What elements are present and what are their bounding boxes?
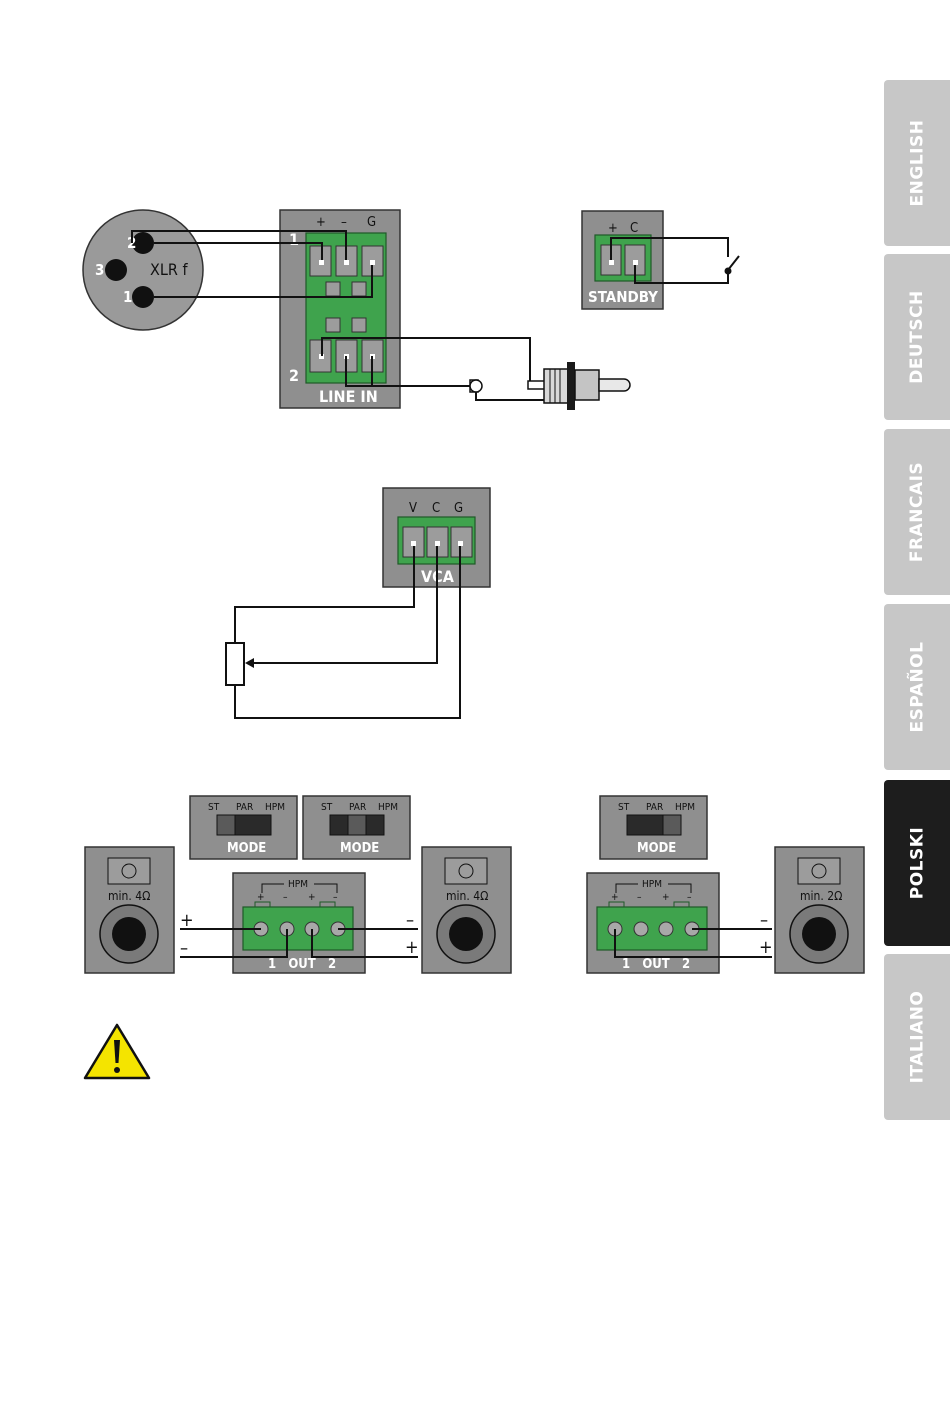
contact-dot (609, 260, 614, 265)
mode-label: MODE (227, 841, 266, 856)
mode-label: MODE (340, 841, 379, 856)
output-label: 1 OUT 2 (268, 957, 336, 972)
line-in-screw (352, 318, 366, 332)
potentiometer (226, 643, 244, 685)
mode-st-label: ST (208, 802, 220, 813)
line-in-screw (352, 282, 366, 296)
rca-collar (567, 362, 575, 410)
speaker-indicator (445, 858, 487, 884)
rca-lug-ring (470, 380, 482, 392)
rca-tip (599, 379, 630, 391)
output-screw (659, 922, 673, 936)
speaker-socket-hole (112, 917, 146, 951)
output-plus-label: + (662, 892, 670, 903)
rca-body (575, 370, 599, 400)
contact-dot (633, 260, 638, 265)
output-minus-label: – (687, 892, 692, 903)
speaker-indicator (798, 858, 840, 884)
standby-panel: + C STANDBY (582, 211, 663, 309)
xlr-label: XLR f (150, 260, 188, 279)
mode-st-label: ST (321, 802, 333, 813)
line-in-ch2-label: 2 (289, 366, 299, 385)
contact-dot (319, 260, 324, 265)
rca-plug (470, 362, 630, 410)
mode-par-label: PAR (349, 802, 366, 813)
speaker-socket-hole (802, 917, 836, 951)
xlr-pin-3 (105, 259, 127, 281)
speaker-1: min. 4Ω (85, 847, 174, 973)
line-in-screw (326, 318, 340, 332)
rca-sleeve (544, 369, 568, 403)
speaker-indicator (108, 858, 150, 884)
polarity-plus: + (759, 937, 773, 958)
contact-dot (435, 541, 440, 546)
vca-v-label: V (409, 501, 417, 516)
speaker-3: min. 2Ω (775, 847, 864, 973)
mode-hpm-label: HPM (378, 802, 398, 813)
xlr-pin-3-label: 3 (95, 261, 104, 279)
standby-label: STANDBY (588, 288, 658, 306)
mode-hpm-label: HPM (265, 802, 285, 813)
contact-dot (344, 260, 349, 265)
line-in-ground-label: G (367, 215, 376, 230)
line-in-ch1-label: 1 (289, 230, 299, 249)
mode-par-label: PAR (646, 802, 663, 813)
speaker-impedance-label: min. 4Ω (108, 889, 150, 903)
warning-dot (114, 1067, 120, 1073)
speaker-2: min. 4Ω (422, 847, 511, 973)
speaker-socket-hole (449, 917, 483, 951)
mode-slider-knob[interactable] (663, 815, 681, 835)
output-plus-label: + (257, 892, 265, 903)
switch-contact (725, 268, 732, 275)
standby-c-label: C (630, 221, 638, 236)
xlr-pin-1-label: 1 (123, 288, 132, 306)
vca-g-label: G (454, 501, 463, 516)
potentiometer-wiper-arrow (245, 658, 254, 668)
rca-lug-wire (476, 392, 548, 400)
output-plus-label: + (611, 892, 619, 903)
warning-icon (85, 1025, 149, 1078)
polarity-plus: + (405, 937, 419, 958)
mode-hpm-label: HPM (675, 802, 695, 813)
vca-c-label: C (432, 501, 440, 516)
line-in-minus-label: – (341, 215, 347, 230)
output-plus-label: + (308, 892, 316, 903)
contact-dot (370, 260, 375, 265)
output-hpm-label: HPM (642, 879, 662, 890)
mode-slider-knob[interactable] (348, 815, 366, 835)
xlr-pin-1 (132, 286, 154, 308)
output-label: 1 OUT 2 (622, 957, 690, 972)
output-screw (634, 922, 648, 936)
mode-st-label: ST (618, 802, 630, 813)
output-minus-label: – (637, 892, 642, 903)
contact-dot (411, 541, 416, 546)
polarity-minus: – (180, 938, 188, 959)
line-in-plus-label: + (316, 215, 326, 230)
polarity-minus: – (760, 910, 768, 931)
line-in-panel: + – G 1 2 LINE IN (280, 210, 400, 408)
polarity-plus: + (180, 910, 194, 931)
standby-plus-label: + (608, 221, 618, 236)
contact-dot (458, 541, 463, 546)
output-minus-label: – (283, 892, 288, 903)
output-minus-label: – (333, 892, 338, 903)
line-in-label: LINE IN (319, 387, 378, 406)
polarity-minus: – (406, 910, 414, 931)
mode-switch-1: ST PAR HPM MODE (190, 796, 297, 859)
speaker-impedance-label: min. 2Ω (800, 889, 842, 903)
speaker-impedance-label: min. 4Ω (446, 889, 488, 903)
xlr-connector: 2 3 1 XLR f (83, 210, 203, 330)
output-hpm-label: HPM (288, 879, 308, 890)
switch-lever (728, 256, 739, 270)
mode-switch-3: ST PAR HPM MODE (600, 796, 707, 859)
mode-label: MODE (637, 841, 676, 856)
line-in-screw (326, 282, 340, 296)
mode-slider-knob[interactable] (217, 815, 235, 835)
mode-switch-2: ST PAR HPM MODE (303, 796, 410, 859)
mode-par-label: PAR (236, 802, 253, 813)
